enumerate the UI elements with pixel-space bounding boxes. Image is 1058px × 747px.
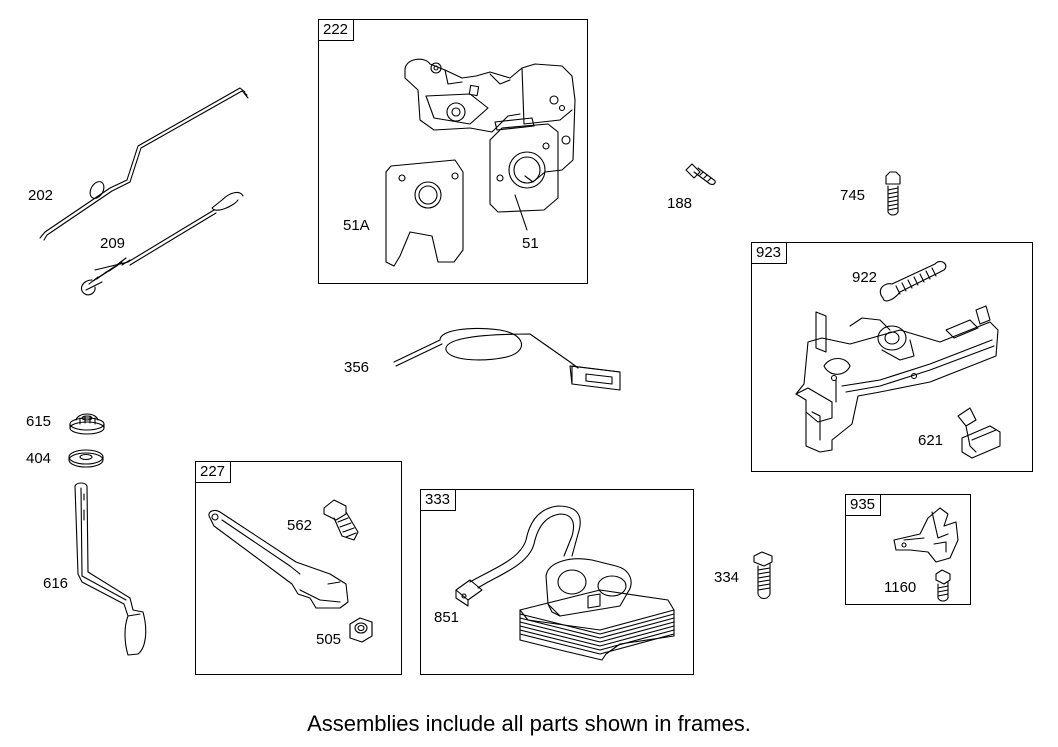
part-label-209: 209 — [100, 235, 126, 252]
assembly-number-923: 923 — [752, 243, 788, 264]
bolt-334-drawing — [754, 552, 772, 599]
assembly-frame-227: 227 — [195, 461, 402, 675]
assembly-number-222: 222 — [319, 20, 355, 41]
bracket-935-drawing — [894, 508, 958, 601]
part-label-745: 745 — [840, 187, 866, 204]
part-label-188: 188 — [667, 195, 693, 212]
part-label-851: 851 — [434, 609, 460, 626]
part-label-615: 615 — [26, 413, 52, 430]
washer-404-drawing — [69, 450, 103, 467]
part-label-562: 562 — [287, 517, 313, 534]
assembly-number-333: 333 — [421, 490, 457, 511]
assembly-number-227: 227 — [196, 462, 232, 483]
governor-bracket-222-drawing — [386, 59, 575, 266]
part-label-621: 621 — [918, 432, 944, 449]
governor-link-rod-202-drawing — [40, 88, 248, 240]
control-bracket-923-drawing — [796, 262, 1000, 458]
part-label-922: 922 — [852, 269, 878, 286]
lever-assembly-227-drawing — [209, 500, 372, 642]
assembly-frame-333: 333 — [420, 489, 694, 675]
governor-spring-209-drawing — [81, 193, 243, 295]
governor-shaft-616-drawing — [75, 483, 146, 655]
assemblies-note: Assemblies include all parts shown in fr… — [307, 711, 751, 736]
bolt-745-drawing — [886, 172, 900, 215]
assembly-number-935: 935 — [846, 495, 882, 516]
part-label-51: 51 — [522, 235, 539, 252]
retainer-615-drawing — [70, 414, 104, 434]
assembly-frame-923: 923 — [751, 242, 1033, 472]
ignition-armature-333-drawing — [456, 506, 674, 660]
assembly-frame-222: 222 — [318, 19, 588, 284]
part-label-616: 616 — [43, 575, 69, 592]
part-label-505: 505 — [316, 631, 342, 648]
part-label-51a: 51A — [343, 217, 370, 234]
part-label-202: 202 — [28, 187, 54, 204]
screw-188-drawing — [686, 164, 715, 184]
part-label-334: 334 — [714, 569, 740, 586]
part-label-404: 404 — [26, 450, 52, 467]
ground-wire-356-drawing — [394, 328, 620, 390]
assembly-frame-935: 935 — [845, 494, 971, 605]
part-label-356: 356 — [344, 359, 370, 376]
part-label-1160: 1160 — [884, 579, 917, 596]
